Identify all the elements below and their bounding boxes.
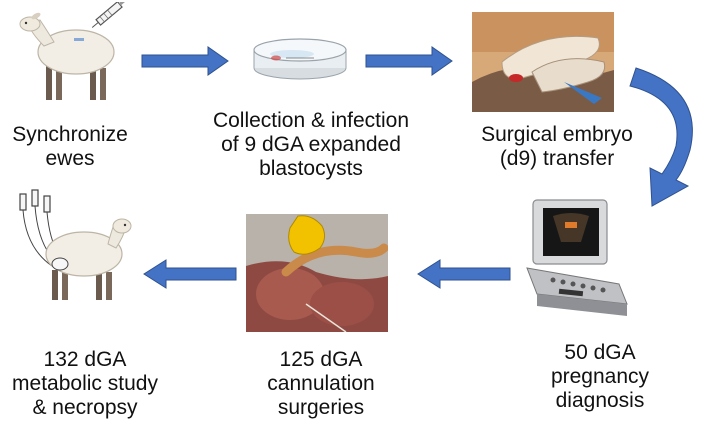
step-2-line-3: blastocysts (259, 157, 363, 180)
step-4-line-2: pregnancy (550, 365, 650, 388)
step-1-line-2: ewes (45, 147, 95, 170)
step-4-label: 50 dGA pregnancy diagnosis (520, 341, 680, 413)
step-6-line-2: metabolic study (12, 372, 158, 395)
step-5-label: 125 dGA cannulation surgeries (246, 348, 396, 420)
sheep-catheters-icon (19, 189, 132, 300)
step-4-image (523, 194, 629, 320)
arrow-left-1 (417, 259, 511, 289)
step-5-image (246, 214, 388, 332)
step-6-line-3: & necropsy (32, 396, 138, 419)
uterus-photo-icon (246, 214, 388, 332)
step-4-line-1: 50 dGA (564, 341, 636, 364)
ultrasound-machine-icon (526, 199, 628, 316)
step-5-line-1: 125 dGA (279, 348, 363, 371)
step-5-line-2: cannulation (267, 372, 375, 395)
step-6-label: 132 dGA metabolic study & necropsy (0, 348, 170, 420)
step-6-line-1: 132 dGA (43, 348, 127, 371)
step-3-image (472, 12, 614, 112)
step-1-label: Synchronize ewes (0, 123, 150, 171)
step-2-line-1: Collection & infection (212, 109, 410, 132)
step-3-line-1: Surgical embryo (481, 123, 633, 146)
sheep-syringe-icon (19, 2, 127, 100)
arrow-left-2 (143, 259, 237, 289)
arrow-right-1 (141, 46, 229, 76)
step-1-line-1: Synchronize (12, 123, 128, 146)
petri-dish-icon (253, 38, 347, 80)
step-3-label: Surgical embryo (d9) transfer (462, 123, 652, 171)
step-1-image (14, 2, 134, 110)
step-2-line-2: of 9 dGA expanded (221, 133, 401, 156)
step-2-label: Collection & infection of 9 dGA expanded… (196, 109, 426, 181)
step-5-line-3: surgeries (277, 396, 365, 419)
step-6-image (12, 188, 136, 306)
step-2-image (250, 34, 350, 82)
step-4-line-3: diagnosis (555, 389, 645, 412)
step-3-line-2: (d9) transfer (499, 147, 615, 170)
arrow-right-2 (365, 46, 453, 76)
surgery-photo-icon (472, 12, 614, 112)
